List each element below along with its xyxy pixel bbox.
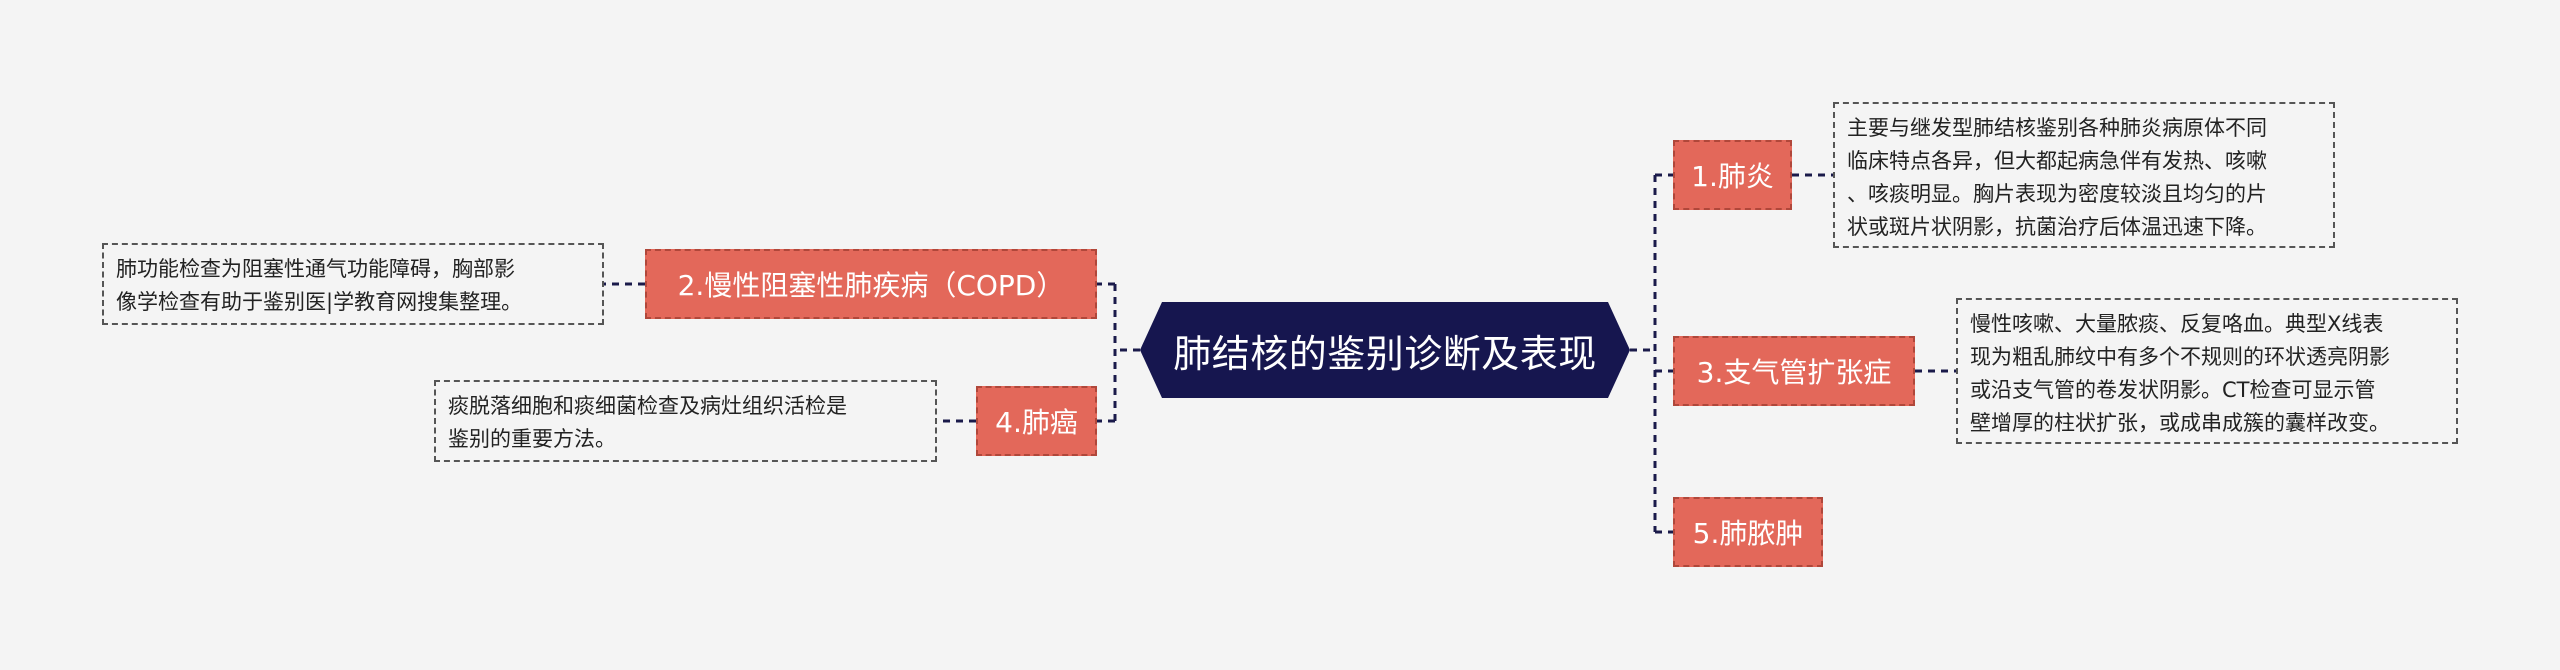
branch-pneumonia-label: 1.肺炎	[1691, 160, 1774, 193]
note-copd[interactable]: 肺功能检查为阻塞性通气功能障碍，胸部影 像学检查有助于鉴别医|学教育网搜集整理。	[102, 243, 604, 325]
branch-lung-abscess[interactable]: 5.肺脓肿	[1673, 497, 1823, 567]
note-bronchiectasis-line: 壁增厚的柱状扩张，或成串成簇的囊样改变。	[1970, 411, 2390, 435]
root-topic-label: 肺结核的鉴别诊断及表现	[1173, 331, 1597, 376]
note-pneumonia-line: 状或斑片状阴影，抗菌治疗后体温迅速下降。	[1847, 215, 2267, 239]
note-lung-cancer[interactable]: 痰脱落细胞和痰细菌检查及病灶组织活检是 鉴别的重要方法。	[434, 380, 937, 462]
branch-pneumonia[interactable]: 1.肺炎	[1673, 140, 1792, 210]
note-bronchiectasis-line: 慢性咳嗽、大量脓痰、反复咯血。典型X线表	[1970, 312, 2384, 336]
note-lung-cancer-line: 鉴别的重要方法。	[448, 427, 616, 451]
note-bronchiectasis-line: 现为粗乱肺纹中有多个不规则的环状透亮阴影	[1970, 345, 2390, 369]
note-pneumonia-line: 临床特点各异，但大都起病急伴有发热、咳嗽	[1847, 149, 2267, 173]
branch-lung-cancer[interactable]: 4.肺癌	[976, 386, 1097, 456]
note-bronchiectasis-line: 或沿支气管的卷发状阴影。CT检查可显示管	[1970, 378, 2376, 402]
branch-lung-abscess-label: 5.肺脓肿	[1692, 517, 1804, 550]
note-pneumonia[interactable]: 主要与继发型肺结核鉴别各种肺炎病原体不同 临床特点各异，但大都起病急伴有发热、咳…	[1833, 102, 2335, 248]
branch-copd-label: 2.慢性阻塞性肺疾病（COPD）	[677, 269, 1065, 302]
branch-lung-cancer-label: 4.肺癌	[995, 406, 1078, 439]
note-bronchiectasis[interactable]: 慢性咳嗽、大量脓痰、反复咯血。典型X线表 现为粗乱肺纹中有多个不规则的环状透亮阴…	[1956, 298, 2458, 444]
branch-bronchiectasis-label: 3.支气管扩张症	[1696, 356, 1892, 389]
note-pneumonia-line: 主要与继发型肺结核鉴别各种肺炎病原体不同	[1847, 116, 2267, 140]
note-pneumonia-line: 、咳痰明显。胸片表现为密度较淡且均匀的片	[1847, 182, 2267, 206]
note-copd-line: 像学检查有助于鉴别医|学教育网搜集整理。	[116, 290, 523, 314]
branch-bronchiectasis[interactable]: 3.支气管扩张症	[1673, 336, 1915, 406]
note-lung-cancer-line: 痰脱落细胞和痰细菌检查及病灶组织活检是	[448, 394, 847, 418]
root-topic[interactable]: 肺结核的鉴别诊断及表现	[1140, 302, 1630, 398]
branch-copd[interactable]: 2.慢性阻塞性肺疾病（COPD）	[645, 249, 1097, 319]
note-copd-line: 肺功能检查为阻塞性通气功能障碍，胸部影	[116, 257, 515, 281]
